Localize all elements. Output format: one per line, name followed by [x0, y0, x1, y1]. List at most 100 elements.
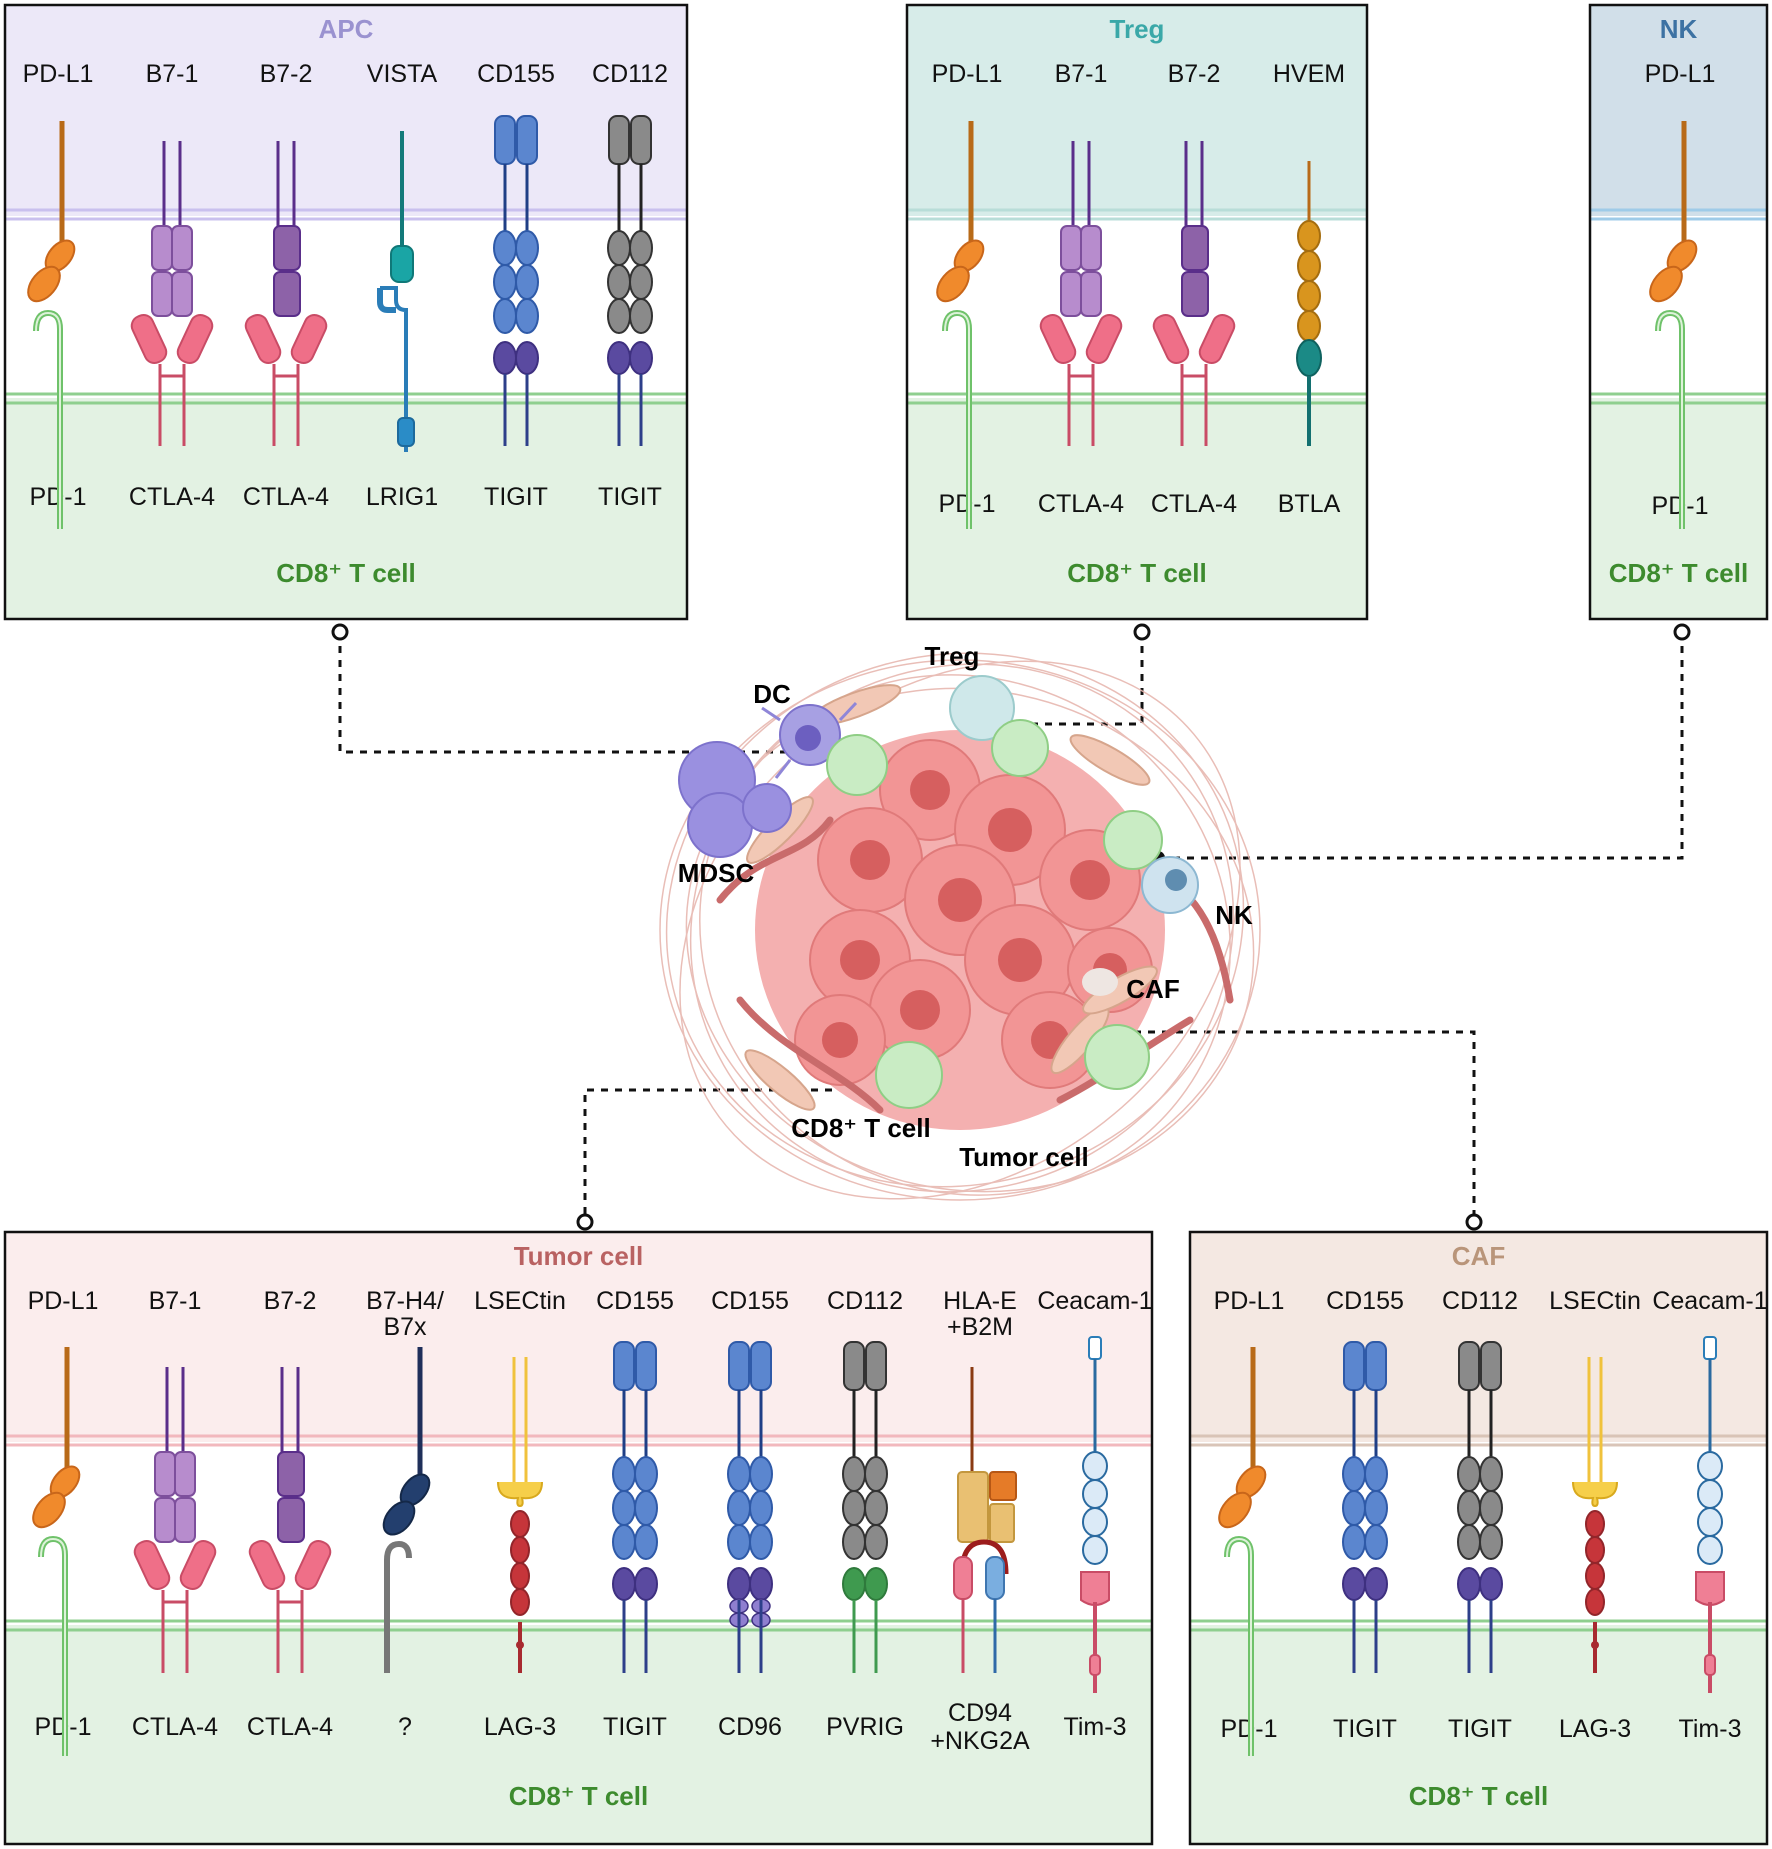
- receptor-domain-icon: [493, 341, 517, 375]
- mdsc-cells-icon: [678, 741, 792, 858]
- receptor-label: CTLA-4: [247, 1713, 333, 1741]
- molecule-b72-icon: [248, 1367, 332, 1673]
- receptor-label: CTLA-4: [243, 483, 329, 511]
- b7-1-domain-icon: [1060, 225, 1082, 271]
- molecule-b72-icon: [1152, 141, 1236, 446]
- center-label-caf: CAF: [1126, 974, 1179, 1004]
- ig-domain-icon: [727, 1524, 751, 1560]
- ligand-label: HLA-E: [943, 1287, 1017, 1315]
- receptor-domain-icon: [1364, 1567, 1388, 1601]
- receptor-label-line2: +NKG2A: [930, 1727, 1030, 1755]
- molecule-cd155-icon: [493, 115, 539, 446]
- tumor-panel-title: Tumor cell: [514, 1241, 644, 1271]
- lag-3-domain-icon: [1585, 1562, 1605, 1590]
- ig-domain-icon: [1479, 1524, 1503, 1560]
- ligand-label: HVEM: [1273, 60, 1345, 88]
- ctla-4-domain-icon: [1085, 313, 1123, 365]
- pd-1-receptor-icon: [40, 1537, 66, 1756]
- ceacam-1-head-icon: [1088, 1336, 1102, 1360]
- apc-panel-title: APC: [319, 14, 374, 44]
- lag-3-domain-icon: [510, 1510, 530, 1538]
- pd-1-receptor-icon: [35, 311, 61, 529]
- ligand-head-icon: [750, 1341, 772, 1391]
- ligand-label: CD155: [596, 1287, 674, 1315]
- ligand-label: B7-2: [260, 60, 313, 88]
- ig-domain-icon: [1364, 1456, 1388, 1492]
- cd8-t-cells-icon: [826, 719, 1163, 1109]
- ceacam-1-domain-icon: [1082, 1479, 1108, 1509]
- pd-l1-domain-icon: [1218, 1491, 1252, 1529]
- b7-2-domain-icon: [1181, 271, 1209, 317]
- synapse-region: [5, 216, 687, 398]
- ig-domain-icon: [1479, 1490, 1503, 1526]
- ig-domain-icon: [842, 1456, 866, 1492]
- ig-domain-icon: [1364, 1490, 1388, 1526]
- ligand-label: VISTA: [367, 60, 438, 88]
- lag-3-domain-icon: [510, 1562, 530, 1590]
- ctla-4-domain-icon: [1039, 313, 1077, 365]
- tim-3-domain-icon: [1695, 1571, 1725, 1606]
- ig-domain-icon: [749, 1456, 773, 1492]
- pd-1-receptor-icon: [1226, 1537, 1252, 1756]
- receptor-label: LRIG1: [366, 483, 438, 511]
- ligand-label: CD112: [1442, 1287, 1518, 1315]
- molecule-tim3-icon: [1080, 1336, 1110, 1693]
- apc-panel-footer: CD8⁺ T cell: [276, 558, 415, 588]
- ligand-cell-region: [5, 5, 687, 216]
- ctla-4-domain-icon: [1198, 313, 1236, 365]
- molecule-hvem-icon: [1296, 161, 1322, 446]
- ig-domain-icon: [1364, 1524, 1388, 1560]
- receptor-label: LAG-3: [484, 1713, 556, 1741]
- ligand-label: PD-L1: [1645, 60, 1716, 88]
- treg-panel-footer: CD8⁺ T cell: [1067, 558, 1206, 588]
- molecule-pd1-icon: [936, 121, 985, 529]
- hvem-domain-icon: [1297, 280, 1321, 312]
- lag-3-domain-icon: [510, 1536, 530, 1564]
- receptor-domain-icon: [1342, 1567, 1366, 1601]
- ig-domain-icon: [1479, 1456, 1503, 1492]
- ceacam-1-head-icon: [1703, 1336, 1717, 1360]
- receptor-domain-icon: [607, 341, 631, 375]
- receptor-label: CTLA-4: [1038, 490, 1124, 518]
- ceacam-1-domain-icon: [1082, 1535, 1108, 1565]
- receptor-domain-icon: [612, 1567, 636, 1601]
- panel-border: [905, 3, 1369, 621]
- tim-3-motif-icon: [1704, 1654, 1716, 1676]
- ig-domain-icon: [493, 264, 517, 300]
- molecule-tim3-icon: [1695, 1336, 1725, 1693]
- b7-1-domain-icon: [154, 1497, 176, 1543]
- ligand-head-icon: [613, 1341, 635, 1391]
- b7-2-domain-icon: [273, 225, 301, 271]
- molecule-b7h4-icon: [382, 1347, 431, 1673]
- receptor-label: TIGIT: [1448, 1715, 1512, 1743]
- ig-domain-icon: [749, 1490, 773, 1526]
- caf-panel-title: CAF: [1452, 1241, 1505, 1271]
- center-label-cd8: CD8⁺ T cell: [791, 1113, 930, 1143]
- vista-domain-icon: [390, 245, 414, 283]
- molecule-pd1-icon: [27, 121, 76, 529]
- ligand-head-icon: [1480, 1341, 1502, 1391]
- ligand-label: CD155: [477, 60, 555, 88]
- panel-border: [1588, 3, 1769, 621]
- ligand-head-icon: [494, 115, 516, 165]
- ctla-4-domain-icon: [248, 1539, 286, 1591]
- receptor-domain-icon: [1457, 1567, 1481, 1601]
- ligand-head-icon: [608, 115, 630, 165]
- molecule-b71-icon: [133, 1367, 217, 1673]
- ig-domain-icon: [629, 230, 653, 266]
- b7-1-domain-icon: [1080, 271, 1102, 317]
- treg-panel-title: Treg: [1110, 14, 1165, 44]
- tumor-microenvironment: Treg DC MDSC NK CAF CD8⁺ T cell Tumor ce…: [659, 641, 1261, 1201]
- b7-1-domain-icon: [171, 271, 193, 317]
- ligand-label-line2: B7x: [383, 1313, 427, 1341]
- ctla-4-domain-icon: [130, 313, 168, 365]
- ig-domain-icon: [1342, 1524, 1366, 1560]
- receptor-label: CTLA-4: [129, 483, 215, 511]
- receptor-label: CD96: [718, 1713, 782, 1741]
- center-label-dc: DC: [753, 679, 791, 709]
- b7-1-domain-icon: [1060, 271, 1082, 317]
- ceacam-1-domain-icon: [1697, 1451, 1723, 1481]
- ctla-4-domain-icon: [294, 1539, 332, 1591]
